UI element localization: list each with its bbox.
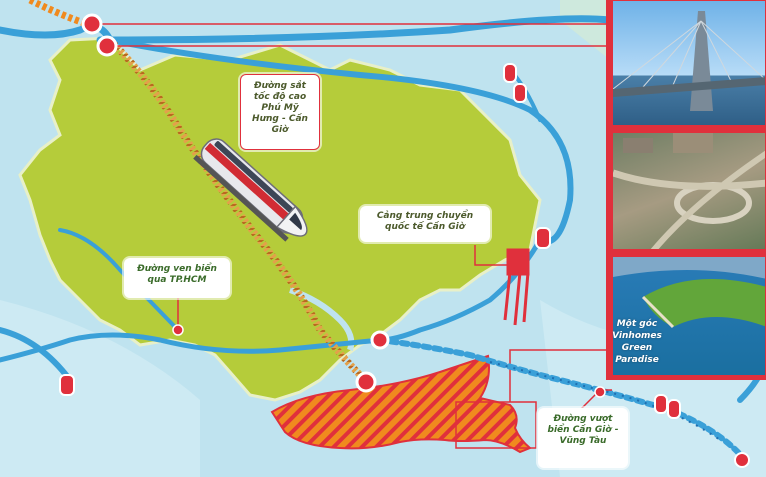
interchange-photo xyxy=(612,132,766,250)
bridge-photo xyxy=(612,0,766,126)
label-transship-port: Cảng trung chuyển quốc tế Cần Giờ xyxy=(376,211,474,232)
sea-crossing-dashes xyxy=(489,361,721,441)
callout-coastal-road: Đường ven biển qua TP.HCM xyxy=(124,258,230,298)
label-high-speed-rail: Đường sắt tốc độ cao Phú Mỹ Hưng - Cần G… xyxy=(252,81,308,135)
label-coastal-road: Đường ven biển qua TP.HCM xyxy=(137,264,217,285)
resort-photo xyxy=(612,256,766,376)
port-piers xyxy=(503,248,530,326)
callout-high-speed-rail: Đường sắt tốc độ cao Phú Mỹ Hưng - Cần G… xyxy=(240,74,320,150)
bridge-drawing xyxy=(613,11,765,111)
map-markers xyxy=(59,13,750,468)
high-speed-rail xyxy=(107,37,368,383)
vinhomes-zone xyxy=(270,354,532,454)
callout-sea-road: Đường vượt biển Cần Giờ - Vũng Tàu xyxy=(538,408,628,468)
train-icon xyxy=(193,138,308,242)
vinhomes-highlight-box xyxy=(455,401,537,449)
vinhomes-leader xyxy=(509,349,612,402)
resort-drawing xyxy=(613,257,765,329)
label-vinhomes: Một góc Vinhomes Green Paradise xyxy=(612,319,662,365)
label-sea-road: Đường vượt biển Cần Giờ - Vũng Tàu xyxy=(547,414,619,446)
interchange-drawing xyxy=(613,133,765,249)
callout-transship-port: Cảng trung chuyển quốc tế Cần Giờ xyxy=(360,206,490,242)
